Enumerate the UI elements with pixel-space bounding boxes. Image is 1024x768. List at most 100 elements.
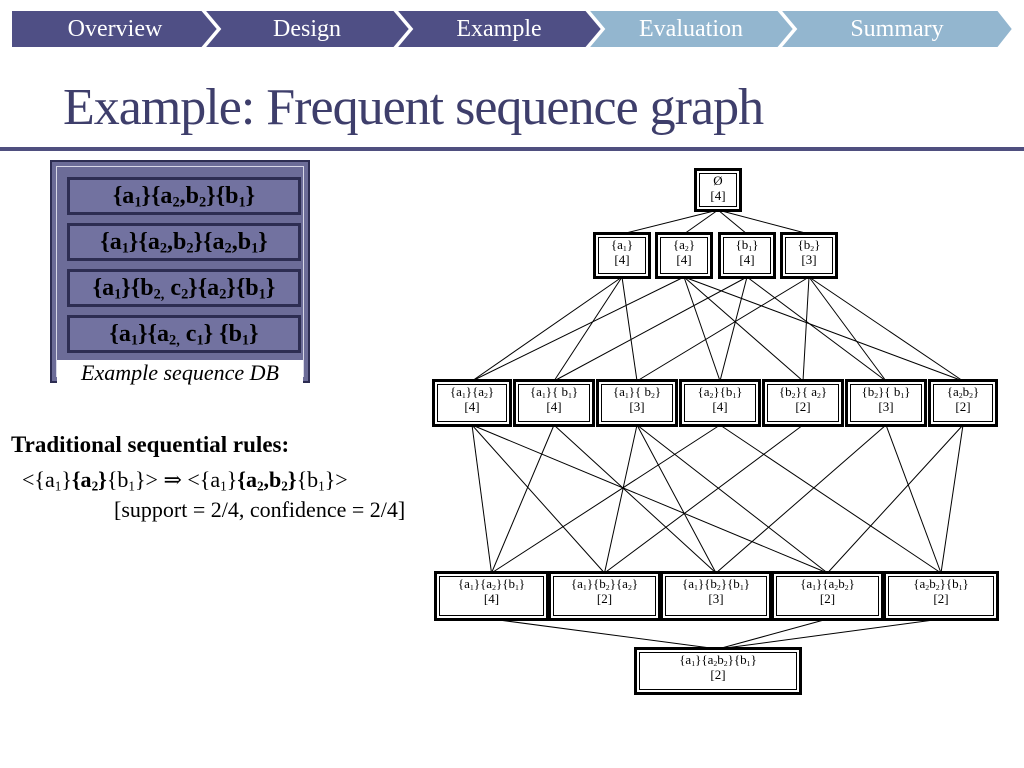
- sequence-row: {a1}{a2,b2}{b1}: [67, 177, 301, 215]
- graph-edge: [471, 424, 828, 574]
- graph-edge: [715, 424, 887, 574]
- graph-edge: [491, 424, 721, 574]
- graph-node-support: [2]: [795, 399, 811, 414]
- sequence-db-panel: {a1}{a2,b2}{b1} {a1}{a2,b2}{a2,b1} {a1}{…: [50, 160, 310, 386]
- graph-node-label: {a1}{ b2}: [612, 384, 662, 400]
- nav-chevron-summary[interactable]: [777, 9, 1014, 49]
- graph-node-label: {a2b2}{b1}: [913, 576, 969, 592]
- graph-edge: [553, 276, 623, 382]
- graph-edge: [719, 424, 942, 574]
- graph-edge: [471, 276, 623, 382]
- graph-edge: [683, 209, 719, 235]
- graph-node-a1b2a2: {a1}{b2}{a2}[2]: [548, 571, 661, 621]
- graph-edge: [683, 276, 721, 382]
- graph-node-a1: {a1}[4]: [593, 232, 651, 279]
- nav-item-overview[interactable]: Overview: [67, 16, 163, 42]
- nav-chevron-design[interactable]: [201, 9, 412, 49]
- graph-node-label: {a1}{b2}{b1}: [682, 576, 750, 592]
- graph-edge: [717, 209, 748, 235]
- section-navigation: Overview Design Example Evaluation Summa…: [10, 9, 1014, 49]
- graph-node-support: [4]: [464, 399, 480, 414]
- nav-chevron-example[interactable]: [393, 9, 604, 49]
- graph-edge: [683, 276, 964, 382]
- graph-node-a1a2b2: {a1}{a2b2}[2]: [771, 571, 884, 621]
- graph-node-support: [2]: [955, 399, 971, 414]
- nav-chevron-evaluation[interactable]: [585, 9, 796, 49]
- graph-node-label: {a1}{ b1}: [529, 384, 579, 400]
- graph-node-a2: {a2}[4]: [655, 232, 713, 279]
- graph-node-support: [4]: [546, 399, 562, 414]
- graph-node-a1b2b1: {a1}{b2}{b1}[3]: [660, 571, 772, 621]
- nav-item-design[interactable]: Design: [273, 16, 341, 42]
- graph-edge: [471, 424, 605, 574]
- graph-node-support: [2]: [819, 591, 836, 606]
- graph-node-a1b1: {a1}{ b1}[4]: [513, 379, 595, 427]
- title-divider: [0, 147, 1024, 151]
- graph-edge: [491, 424, 555, 574]
- graph-node-label: {b2}{ a2}: [778, 384, 828, 400]
- graph-edge: [636, 424, 717, 574]
- graph-node-support: [2]: [933, 591, 949, 606]
- graph-node-root: Ø[4]: [694, 168, 742, 212]
- graph-node-label: {a1}{b2}{a2}: [570, 576, 639, 592]
- graph-node-label: {a2}: [672, 237, 696, 253]
- sequence-db-caption: Example sequence DB: [57, 360, 303, 386]
- nav-item-evaluation[interactable]: Evaluation: [639, 16, 743, 42]
- graph-edge: [802, 276, 810, 382]
- sequence-row: {a1}{b2, c2}{a2}{b1}: [67, 269, 301, 307]
- graph-edge: [808, 276, 887, 382]
- graph-node-support: [4]: [676, 252, 692, 267]
- graph-edge: [683, 276, 804, 382]
- graph-node-a1a2b1: {a1}{a2}{b1}[4]: [434, 571, 549, 621]
- graph-node-label: {a1}{a2}{b1}: [457, 576, 526, 592]
- graph-node-support: [2]: [710, 667, 726, 682]
- sequential-rule: <{a1}{a2}{b1}> ⇒ <{a1}{a2,b2}{b1}>: [22, 467, 348, 494]
- graph-node-support: [4]: [483, 591, 500, 606]
- nav-item-summary[interactable]: Summary: [850, 16, 944, 42]
- graph-node-label: {a1}: [610, 237, 634, 253]
- graph-edge: [636, 276, 810, 382]
- graph-node-support: [4]: [614, 252, 630, 267]
- graph-node-support: [3]: [878, 399, 894, 414]
- slide-title: Example: Frequent sequence graph: [63, 79, 764, 136]
- sequence-row: {a1}{a2,b2}{a2,b1}: [67, 223, 301, 261]
- graph-edge: [553, 276, 748, 382]
- graph-edge: [491, 618, 719, 650]
- graph-node-label: Ø: [713, 173, 723, 188]
- graph-edge: [621, 276, 638, 382]
- nav-chevron-overview[interactable]: [10, 9, 220, 49]
- graph-node-b1: {b1}[4]: [718, 232, 776, 279]
- graph-edge: [746, 276, 887, 382]
- graph-edge: [885, 424, 942, 574]
- graph-edge: [940, 424, 964, 574]
- graph-node-label: {a2b2}: [946, 384, 980, 400]
- graph-node-label: {a2}{b1}: [697, 384, 743, 400]
- sequence-db-frame: {a1}{a2,b2}{b1} {a1}{a2,b2}{a2,b1} {a1}{…: [56, 166, 304, 386]
- graph-node-b2b1: {b2}{ b1}[3]: [845, 379, 927, 427]
- graph-node-label: {a1}{a2b2}: [800, 576, 855, 592]
- nav-item-example[interactable]: Example: [456, 16, 542, 42]
- rule-metrics: [support = 2/4, confidence = 2/4]: [114, 497, 406, 522]
- sequence-row: {a1}{a2, c1} {b1}: [67, 315, 301, 353]
- graph-node-label: {a1}{a2b2}{b1}: [679, 652, 757, 668]
- graph-node-label: {b1}: [735, 237, 759, 253]
- graph-edge: [808, 276, 964, 382]
- graph-edge: [604, 424, 804, 574]
- graph-node-support: [4]: [739, 252, 755, 267]
- graph-node-b2a2: {b2}{ a2}[2]: [762, 379, 844, 427]
- graph-node-a2b1: {a2}{b1}[4]: [679, 379, 761, 427]
- rules-heading: Traditional sequential rules:: [11, 432, 290, 457]
- graph-edge: [621, 209, 719, 235]
- graph-edge: [717, 618, 828, 650]
- graph-node-a1a2b2b1: {a1}{a2b2}{b1}[2]: [634, 647, 802, 695]
- graph-node-a1b2: {a1}{ b2}[3]: [596, 379, 678, 427]
- graph-node-label: {b2}{ b1}: [861, 384, 911, 400]
- graph-edge: [471, 276, 685, 382]
- graph-edge: [636, 424, 828, 574]
- graph-node-support: [3]: [708, 591, 724, 606]
- graph-node-support: [3]: [801, 252, 817, 267]
- graph-edge: [717, 209, 810, 235]
- graph-node-support: [4]: [712, 399, 728, 414]
- graph-node-b2: {b2}[3]: [780, 232, 838, 279]
